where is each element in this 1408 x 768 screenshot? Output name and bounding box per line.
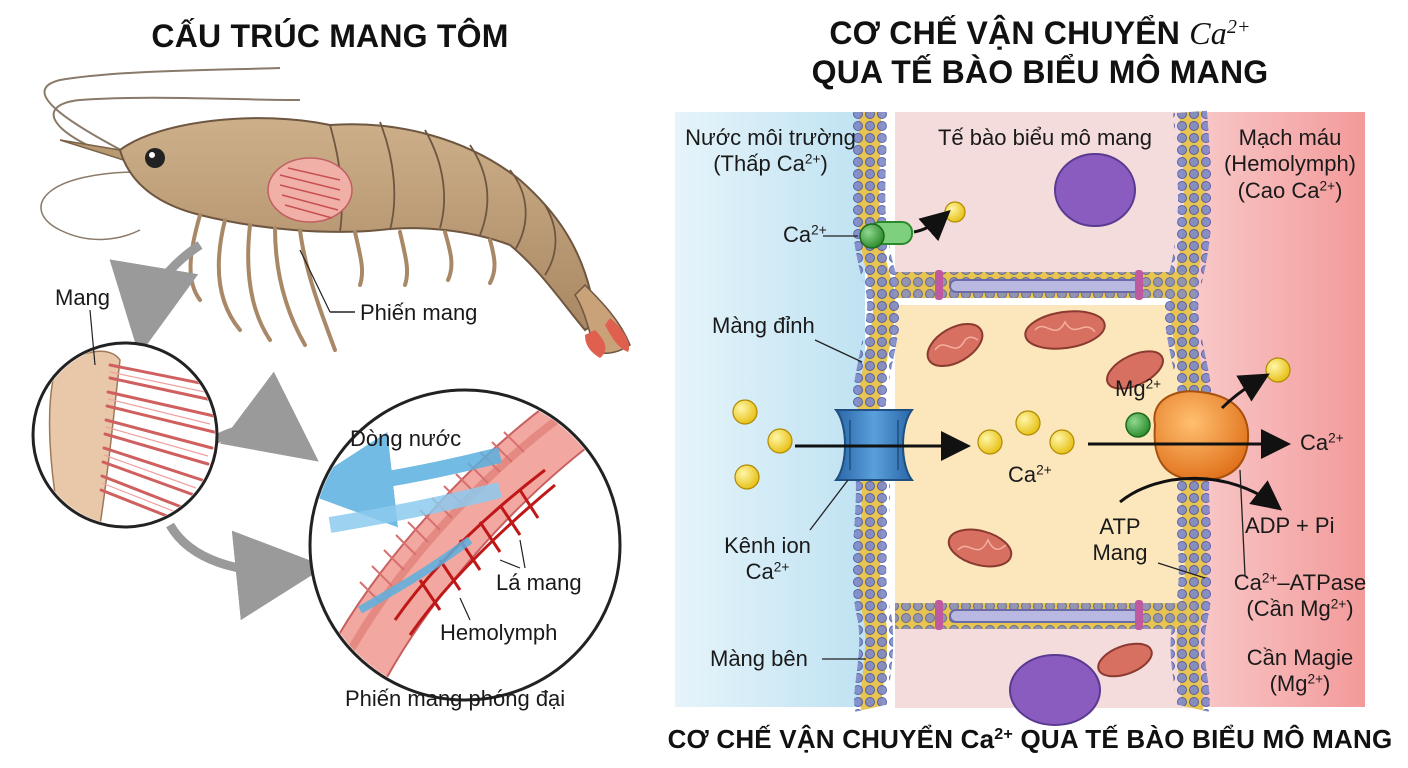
label-mg: Mg2+	[1115, 376, 1162, 401]
label-dong-nuoc: Dòng nước	[350, 426, 462, 451]
zoom-arrows	[109, 241, 326, 621]
label-mang-ben: Màng bên	[710, 646, 808, 671]
label-adp-pi: ADP + Pi	[1245, 513, 1335, 538]
right-title-line2: QUA TẾ BÀO BIỂU MÔ MANG	[811, 54, 1269, 91]
label-cell-column: Tế bào biểu mô mang	[937, 125, 1153, 150]
label-phong-dai: Phiến mang phóng đại	[345, 686, 566, 711]
label-blood-column: Mạch máu (Hemolymph) (Cao Ca2+)	[1223, 125, 1357, 203]
right-title: CƠ CHẾ VẬN CHUYỂN Ca2+ QUA TẾ BÀO BIỂU M…	[730, 14, 1350, 92]
right-title-line1: CƠ CHẾ VẬN CHUYỂN	[829, 15, 1181, 51]
label-mang: Mang	[55, 285, 111, 310]
gill-closeup-circle	[31, 309, 219, 529]
label-mang-dinh: Màng đỉnh	[712, 313, 815, 338]
shrimp-illustration	[40, 67, 631, 358]
label-ca-atpase: Ca2+–ATPase (Cần Mg2+)	[1233, 570, 1367, 622]
right-title-ion: Ca2+	[1189, 15, 1251, 51]
label-ca-cytosol: Ca2+	[1008, 462, 1052, 487]
label-hemolymph: Hemolymph	[440, 620, 558, 645]
label-can-magie: Cần Magie (Mg2+)	[1246, 645, 1354, 697]
label-atp-mang: ATP Mang	[1092, 514, 1148, 566]
left-title: CẤU TRÚC MANG TÔM	[151, 18, 509, 54]
label-kenh-ion: Kênh ion Ca2+	[724, 533, 811, 585]
label-water-column: Nước môi trường (Thấp Ca2+)	[685, 125, 856, 177]
footer-caption: CƠ CHẾ VẬN CHUYỂN Ca2+ QUA TẾ BÀO BIỂU M…	[667, 724, 1393, 754]
label-ca-blood: Ca2+	[1300, 430, 1344, 455]
cell-diagram	[675, 110, 1365, 726]
lamella-magnified-circle	[308, 388, 622, 702]
label-ca-apical: Ca2+	[783, 222, 827, 247]
label-la-mang: Lá mang	[496, 570, 582, 595]
label-phien-mang: Phiến mang	[360, 300, 478, 325]
